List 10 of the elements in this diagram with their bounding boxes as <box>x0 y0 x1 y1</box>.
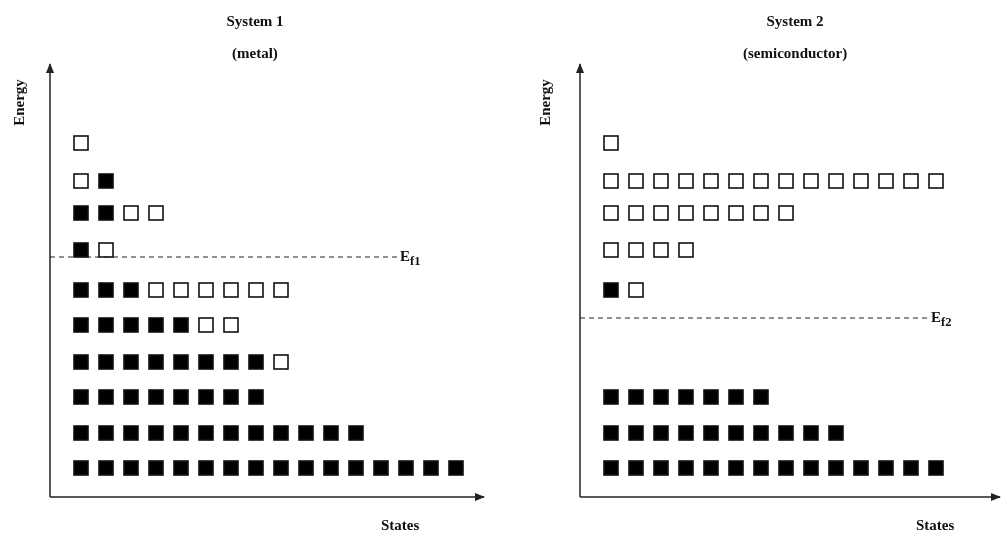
plot-title: System 2 <box>766 14 824 29</box>
plot-subtitle: (metal) <box>232 46 278 61</box>
axis-label: States <box>381 518 420 533</box>
fermi-level-label: E$_{f2}$ <box>931 310 952 329</box>
plot-title: System 1 <box>226 14 284 29</box>
axis-label: Energy <box>537 78 553 126</box>
axis-label: Energy <box>11 78 27 126</box>
fermi-level-label: E$_{f1}$ <box>400 249 421 268</box>
axis-label: States <box>916 518 955 533</box>
plot-subtitle: (semiconductor) <box>743 46 848 61</box>
